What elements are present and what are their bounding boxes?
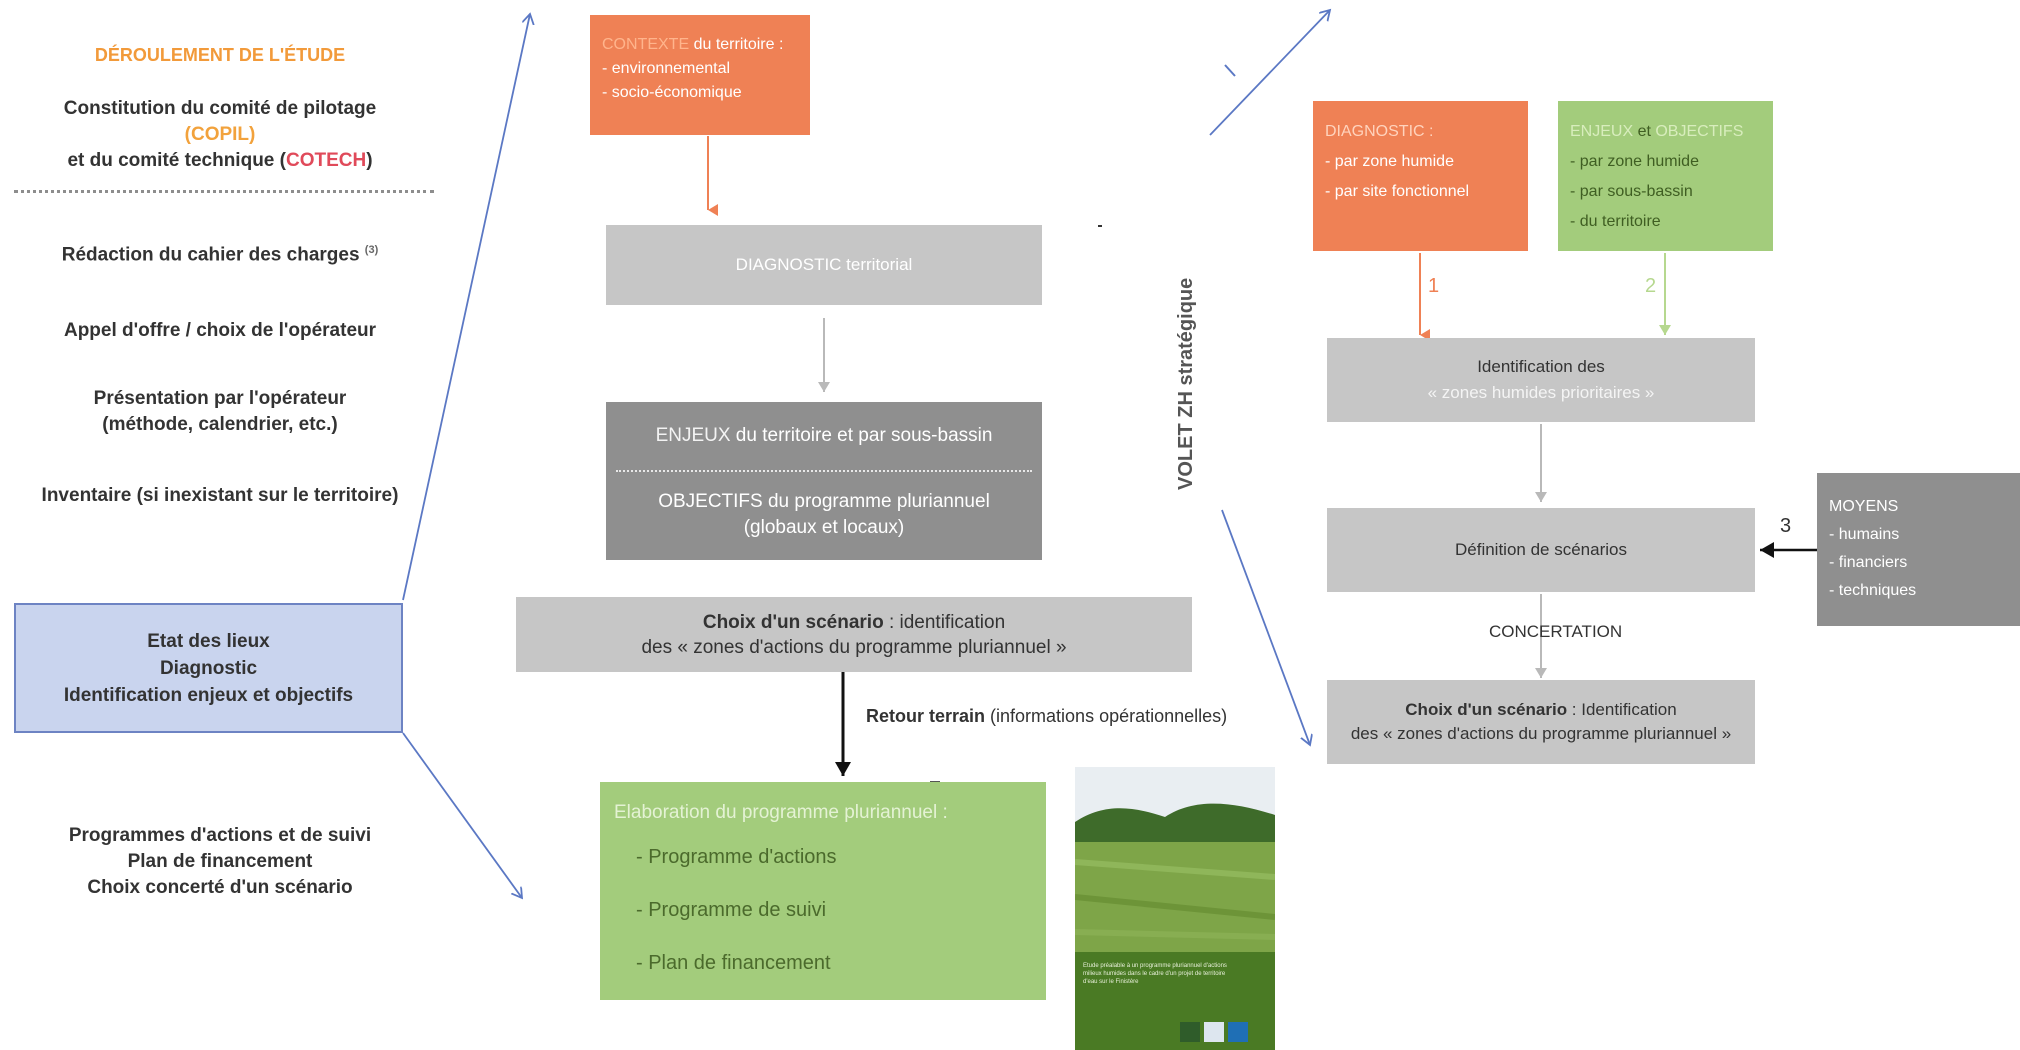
zoom-line-top-left bbox=[402, 14, 530, 601]
elaboration-programme-box: Elaboration du programme pluriannuel : -… bbox=[600, 782, 1046, 1000]
flow-number-3: 3 bbox=[1780, 515, 1792, 537]
logo-mark-2 bbox=[1204, 1022, 1224, 1042]
choix-scenario-middle-box: Choix d'un scénario : identification des… bbox=[516, 597, 1192, 672]
step-presentation-operateur: Présentation par l'opérateur (méthode, c… bbox=[93, 388, 347, 435]
step-comite-line1: Constitution du comité de pilotage bbox=[63, 98, 377, 119]
concertation-label: CONCERTATION bbox=[1489, 622, 1623, 641]
flow-number-2: 2 bbox=[1645, 275, 1657, 297]
volet-zh-vertical-label: VOLET ZH stratégique bbox=[1175, 277, 1197, 490]
retour-terrain-label: Retour terrain (informations opérationne… bbox=[866, 706, 1228, 726]
definition-scenarios-box: Définition de scénarios bbox=[1327, 508, 1755, 592]
diagnostic-territorial-box: DIAGNOSTIC territorial bbox=[606, 225, 1042, 305]
meadow-photo bbox=[1075, 767, 1275, 1050]
logo-mark-3 bbox=[1228, 1022, 1248, 1042]
step-inventaire: Inventaire (si inexistant sur le territo… bbox=[41, 485, 399, 506]
footnote-mark: (3) bbox=[364, 244, 379, 256]
enjeux-objectifs-right-box: ENJEUX et OBJECTIFS - par zone humide - … bbox=[1558, 101, 1773, 251]
tick-mark bbox=[1224, 64, 1236, 77]
step-appel-offre: Appel d'offre / choix de l'opérateur bbox=[63, 320, 377, 341]
zoom-line-bottom-right bbox=[1221, 509, 1310, 745]
step-comite-pilotage: Constitution du comité de pilotage (COPI… bbox=[0, 96, 440, 174]
diagnostic-right-box: DIAGNOSTIC : - par zone humide - par sit… bbox=[1313, 101, 1528, 251]
document-cover-thumbnail: Etude préalable à un programme pluriannu… bbox=[1075, 767, 1275, 1050]
logo-mark-1 bbox=[1180, 1022, 1200, 1042]
choix-scenario-right-box: Choix d'un scénario : Identification des… bbox=[1327, 680, 1755, 764]
flow-number-1: 1 bbox=[1428, 275, 1440, 297]
moyens-box: MOYENS - humains - financiers - techniqu… bbox=[1817, 473, 2020, 626]
cotech-label: COTECH bbox=[285, 150, 367, 171]
highlighted-step-etat-des-lieux: Etat des lieux Diagnostic Identification… bbox=[14, 603, 403, 733]
zoom-line-top-right bbox=[1209, 10, 1330, 136]
steps-divider bbox=[14, 190, 434, 193]
cover-caption: Etude préalable à un programme pluriannu… bbox=[1083, 963, 1227, 985]
step-comite-line3: et du comité technique (COTECH) bbox=[67, 150, 373, 171]
identification-zones-box: Identification des « zones humides prior… bbox=[1327, 338, 1755, 422]
contexte-box: CONTEXTE du territoire : - environnement… bbox=[590, 15, 810, 135]
study-steps-title: DÉROULEMENT DE L'ÉTUDE bbox=[94, 45, 346, 65]
step-cahier-charges: Rédaction du cahier des charges (3) bbox=[61, 244, 379, 266]
copil-label: (COPIL) bbox=[184, 124, 256, 145]
enjeux-objectifs-box: ENJEUX du territoire et par sous-bassin … bbox=[606, 402, 1042, 560]
cover-logos bbox=[1180, 1022, 1270, 1044]
step-programmes: Programmes d'actions et de suivi Plan de… bbox=[68, 825, 372, 898]
zoom-line-bottom-left bbox=[402, 732, 522, 898]
